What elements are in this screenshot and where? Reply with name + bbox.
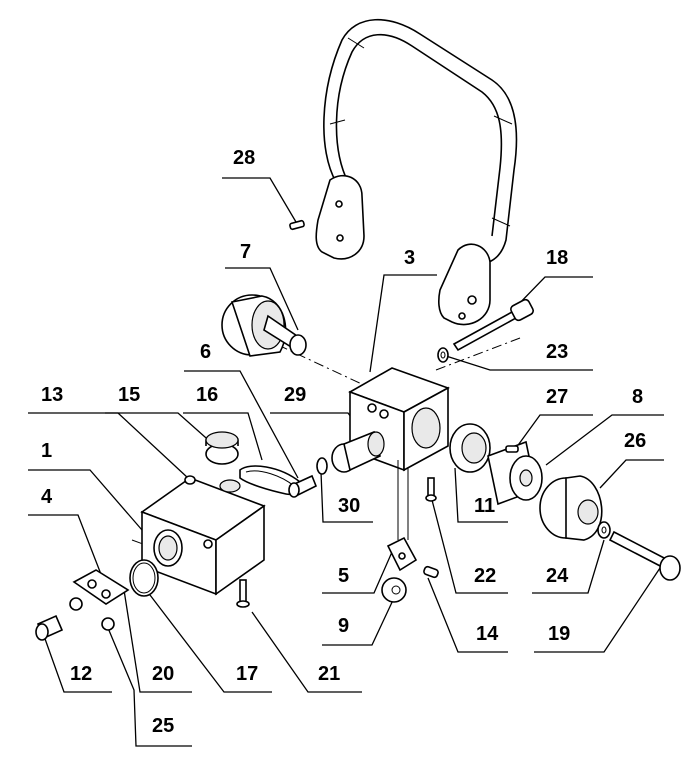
callout-26: 26	[599, 430, 664, 489]
callout-30: 30	[320, 471, 373, 523]
callout-8: 8	[545, 386, 664, 466]
part-label-21: 21	[318, 663, 340, 685]
callout-16: 16	[183, 384, 263, 461]
part-label-15: 15	[118, 384, 140, 406]
callout-28: 28	[222, 147, 297, 223]
cover-cap-icon	[539, 475, 603, 541]
callout-4: 4	[28, 486, 105, 583]
callout-13: 13	[28, 384, 189, 479]
small-screw-icon	[505, 445, 519, 453]
part-label-20: 20	[152, 663, 174, 685]
piston-icon	[331, 430, 385, 473]
seal-ring-icon	[316, 457, 328, 475]
callout-7: 7	[225, 241, 299, 331]
callout-9: 9	[322, 597, 395, 646]
callout-3: 3	[369, 247, 437, 373]
callout-11: 11	[454, 467, 508, 523]
link-icon	[288, 474, 318, 498]
part-label-1: 1	[41, 440, 52, 462]
fill-cap-icon	[205, 431, 239, 465]
roller-icon	[381, 577, 407, 603]
nut-icon	[69, 597, 115, 631]
callout-18: 18	[512, 247, 593, 311]
flange-plate-icon	[72, 569, 130, 605]
callout-5: 5	[322, 551, 393, 594]
part-label-23: 23	[546, 341, 568, 363]
callout-12: 12	[43, 635, 112, 693]
fitting-icon	[35, 614, 64, 641]
part-label-14: 14	[476, 623, 499, 645]
pump-body-icon	[140, 477, 266, 596]
o-ring-icon	[129, 559, 159, 597]
callout-22: 22	[431, 499, 508, 594]
washer-icon	[437, 347, 449, 363]
part-label-22: 22	[474, 565, 496, 587]
handle-bar-icon	[315, 18, 518, 326]
long-bolt-icon	[452, 298, 534, 352]
callout-1: 1	[28, 440, 143, 531]
screw-icon	[425, 477, 437, 502]
callout-21: 21	[251, 611, 362, 693]
part-label-19: 19	[548, 623, 570, 645]
callout-15: 15	[105, 384, 215, 446]
assembly-axes	[131, 337, 521, 549]
pin-icon	[289, 219, 305, 231]
pin-icon	[423, 565, 439, 579]
part-label-13: 13	[41, 384, 63, 406]
callout-29: 29	[270, 384, 363, 433]
plug-icon	[184, 475, 196, 485]
part-label-25: 25	[152, 715, 174, 737]
part-label-16: 16	[196, 384, 218, 406]
hub-shaft-icon	[221, 294, 307, 357]
part-label-27: 27	[546, 386, 568, 408]
part-label-6: 6	[200, 341, 211, 363]
part-label-3: 3	[404, 247, 415, 269]
part-label-4: 4	[41, 486, 53, 508]
part-label-8: 8	[632, 386, 643, 408]
callout-19: 19	[534, 567, 661, 653]
flange-hub-icon	[487, 440, 543, 506]
washer-icon	[597, 521, 611, 539]
callout-27: 27	[515, 386, 593, 449]
part-label-29: 29	[284, 384, 306, 406]
callout-6: 6	[184, 341, 299, 479]
part-label-17: 17	[236, 663, 258, 685]
part-label-7: 7	[240, 241, 251, 263]
callout-14: 14	[427, 577, 508, 653]
callout-24: 24	[532, 539, 605, 594]
callout-20: 20	[123, 589, 192, 693]
part-label-9: 9	[338, 615, 349, 637]
part-label-18: 18	[546, 247, 568, 269]
long-bolt-icon	[608, 530, 681, 581]
callout-17: 17	[149, 594, 272, 693]
bearing-icon	[449, 423, 491, 473]
part-label-24: 24	[546, 565, 569, 587]
callout-25: 25	[107, 627, 192, 747]
part-label-30: 30	[338, 495, 360, 517]
part-label-11: 11	[474, 495, 495, 517]
part-label-5: 5	[338, 565, 349, 587]
part-label-28: 28	[233, 147, 255, 169]
part-label-12: 12	[70, 663, 92, 685]
screw-icon	[236, 579, 250, 608]
lever-icon	[386, 536, 418, 572]
part-label-26: 26	[624, 430, 646, 452]
